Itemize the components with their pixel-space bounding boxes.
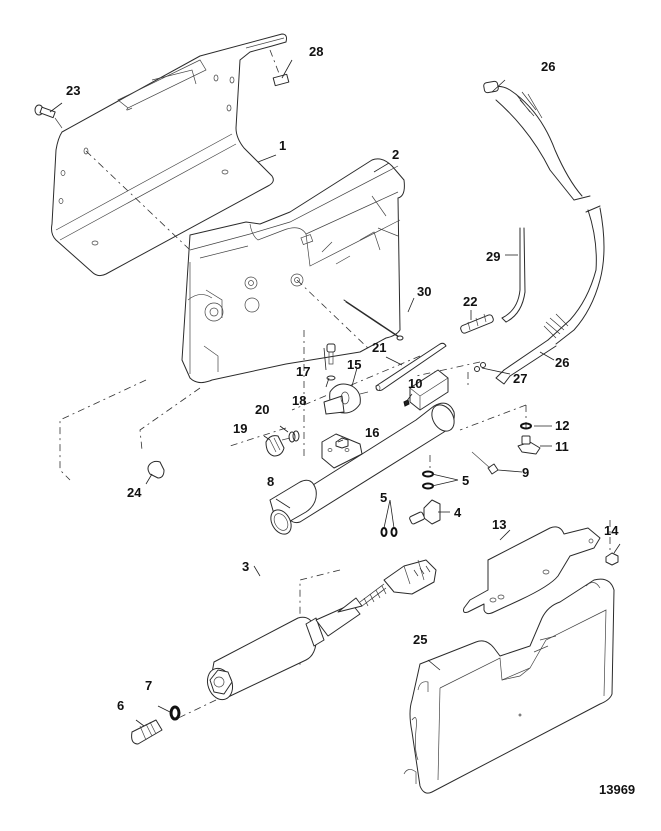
callout-23: 23 (66, 83, 80, 98)
callout-26-bottom: 26 (555, 355, 569, 370)
callout-labels: 1 2 3 4 5 5 6 7 8 9 10 11 12 13 14 15 16… (66, 44, 635, 797)
leader-lines (49, 59, 621, 727)
part-19-knob (265, 435, 291, 457)
callout-28: 28 (309, 44, 323, 59)
part-23-bolt (34, 104, 63, 129)
part-2-bracket-housing (181, 158, 405, 384)
part-26-hose (483, 80, 605, 385)
callout-8: 8 (267, 474, 274, 489)
callout-26-top: 26 (541, 59, 555, 74)
part-13-mounting-plate (463, 526, 601, 615)
part-6-fitting (131, 719, 163, 745)
part-17-bolt (326, 343, 336, 365)
part-27-o-rings (474, 362, 486, 372)
callout-29: 29 (486, 249, 500, 264)
callout-4: 4 (454, 505, 462, 520)
part-22-fitting (460, 313, 494, 334)
part-28-clip-nut (269, 49, 290, 87)
figure-number: 13969 (599, 782, 635, 797)
callout-16: 16 (365, 425, 379, 440)
part-15-clamp (323, 383, 369, 415)
part-9-screw (471, 451, 499, 475)
callout-13: 13 (492, 517, 506, 532)
part-3-actuator (206, 559, 437, 701)
part-21-rod (375, 342, 447, 391)
callout-1: 1 (279, 138, 286, 153)
assembly-centerlines (59, 150, 527, 723)
callout-17: 17 (296, 364, 310, 379)
callout-9: 9 (522, 465, 529, 480)
callout-14: 14 (604, 523, 619, 538)
part-30-cable-tie (343, 299, 404, 341)
part-5-o-rings-left (380, 527, 398, 537)
callout-12: 12 (555, 418, 569, 433)
part-8-cylinder (269, 369, 455, 535)
callout-15: 15 (347, 357, 361, 372)
part-1-mounting-bracket (51, 33, 287, 277)
callout-24: 24 (127, 485, 142, 500)
callout-10: 10 (408, 376, 422, 391)
part-5-o-rings-right (422, 455, 434, 490)
part-20-washer (288, 430, 300, 443)
callout-30: 30 (417, 284, 431, 299)
callout-3: 3 (242, 559, 249, 574)
callout-5-right: 5 (462, 473, 469, 488)
callout-2: 2 (392, 147, 399, 162)
part-29-strap (501, 227, 526, 323)
part-12-o-ring (520, 422, 532, 430)
callout-11: 11 (555, 439, 569, 454)
callout-5-left: 5 (380, 490, 387, 505)
callout-27: 27 (513, 371, 527, 386)
part-7-sealing-washer (169, 705, 181, 721)
callout-22: 22 (463, 294, 477, 309)
part-25-cover (403, 578, 615, 794)
part-11-elbow-fitting (517, 435, 541, 455)
part-14-nut (605, 520, 619, 566)
part-4-elbow-fitting (409, 499, 441, 525)
part-18-washer (326, 375, 336, 381)
part-24-plug (147, 460, 165, 479)
callout-6: 6 (117, 698, 124, 713)
callout-19: 19 (233, 421, 247, 436)
part-16-nut (335, 437, 349, 449)
callout-18: 18 (292, 393, 306, 408)
callout-25: 25 (413, 632, 427, 647)
callout-7: 7 (145, 678, 152, 693)
callout-21: 21 (372, 340, 386, 355)
callout-20: 20 (255, 402, 269, 417)
